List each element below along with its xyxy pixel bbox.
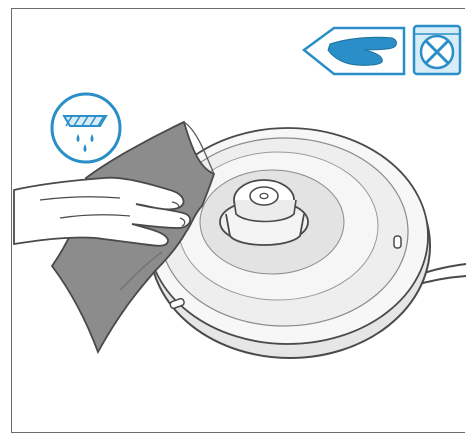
vent-slot [394, 236, 401, 248]
hand-wipe-icon [304, 28, 404, 74]
damp-cloth-icon [52, 94, 120, 162]
no-dishwasher-icon [414, 26, 460, 74]
hand [14, 178, 190, 246]
